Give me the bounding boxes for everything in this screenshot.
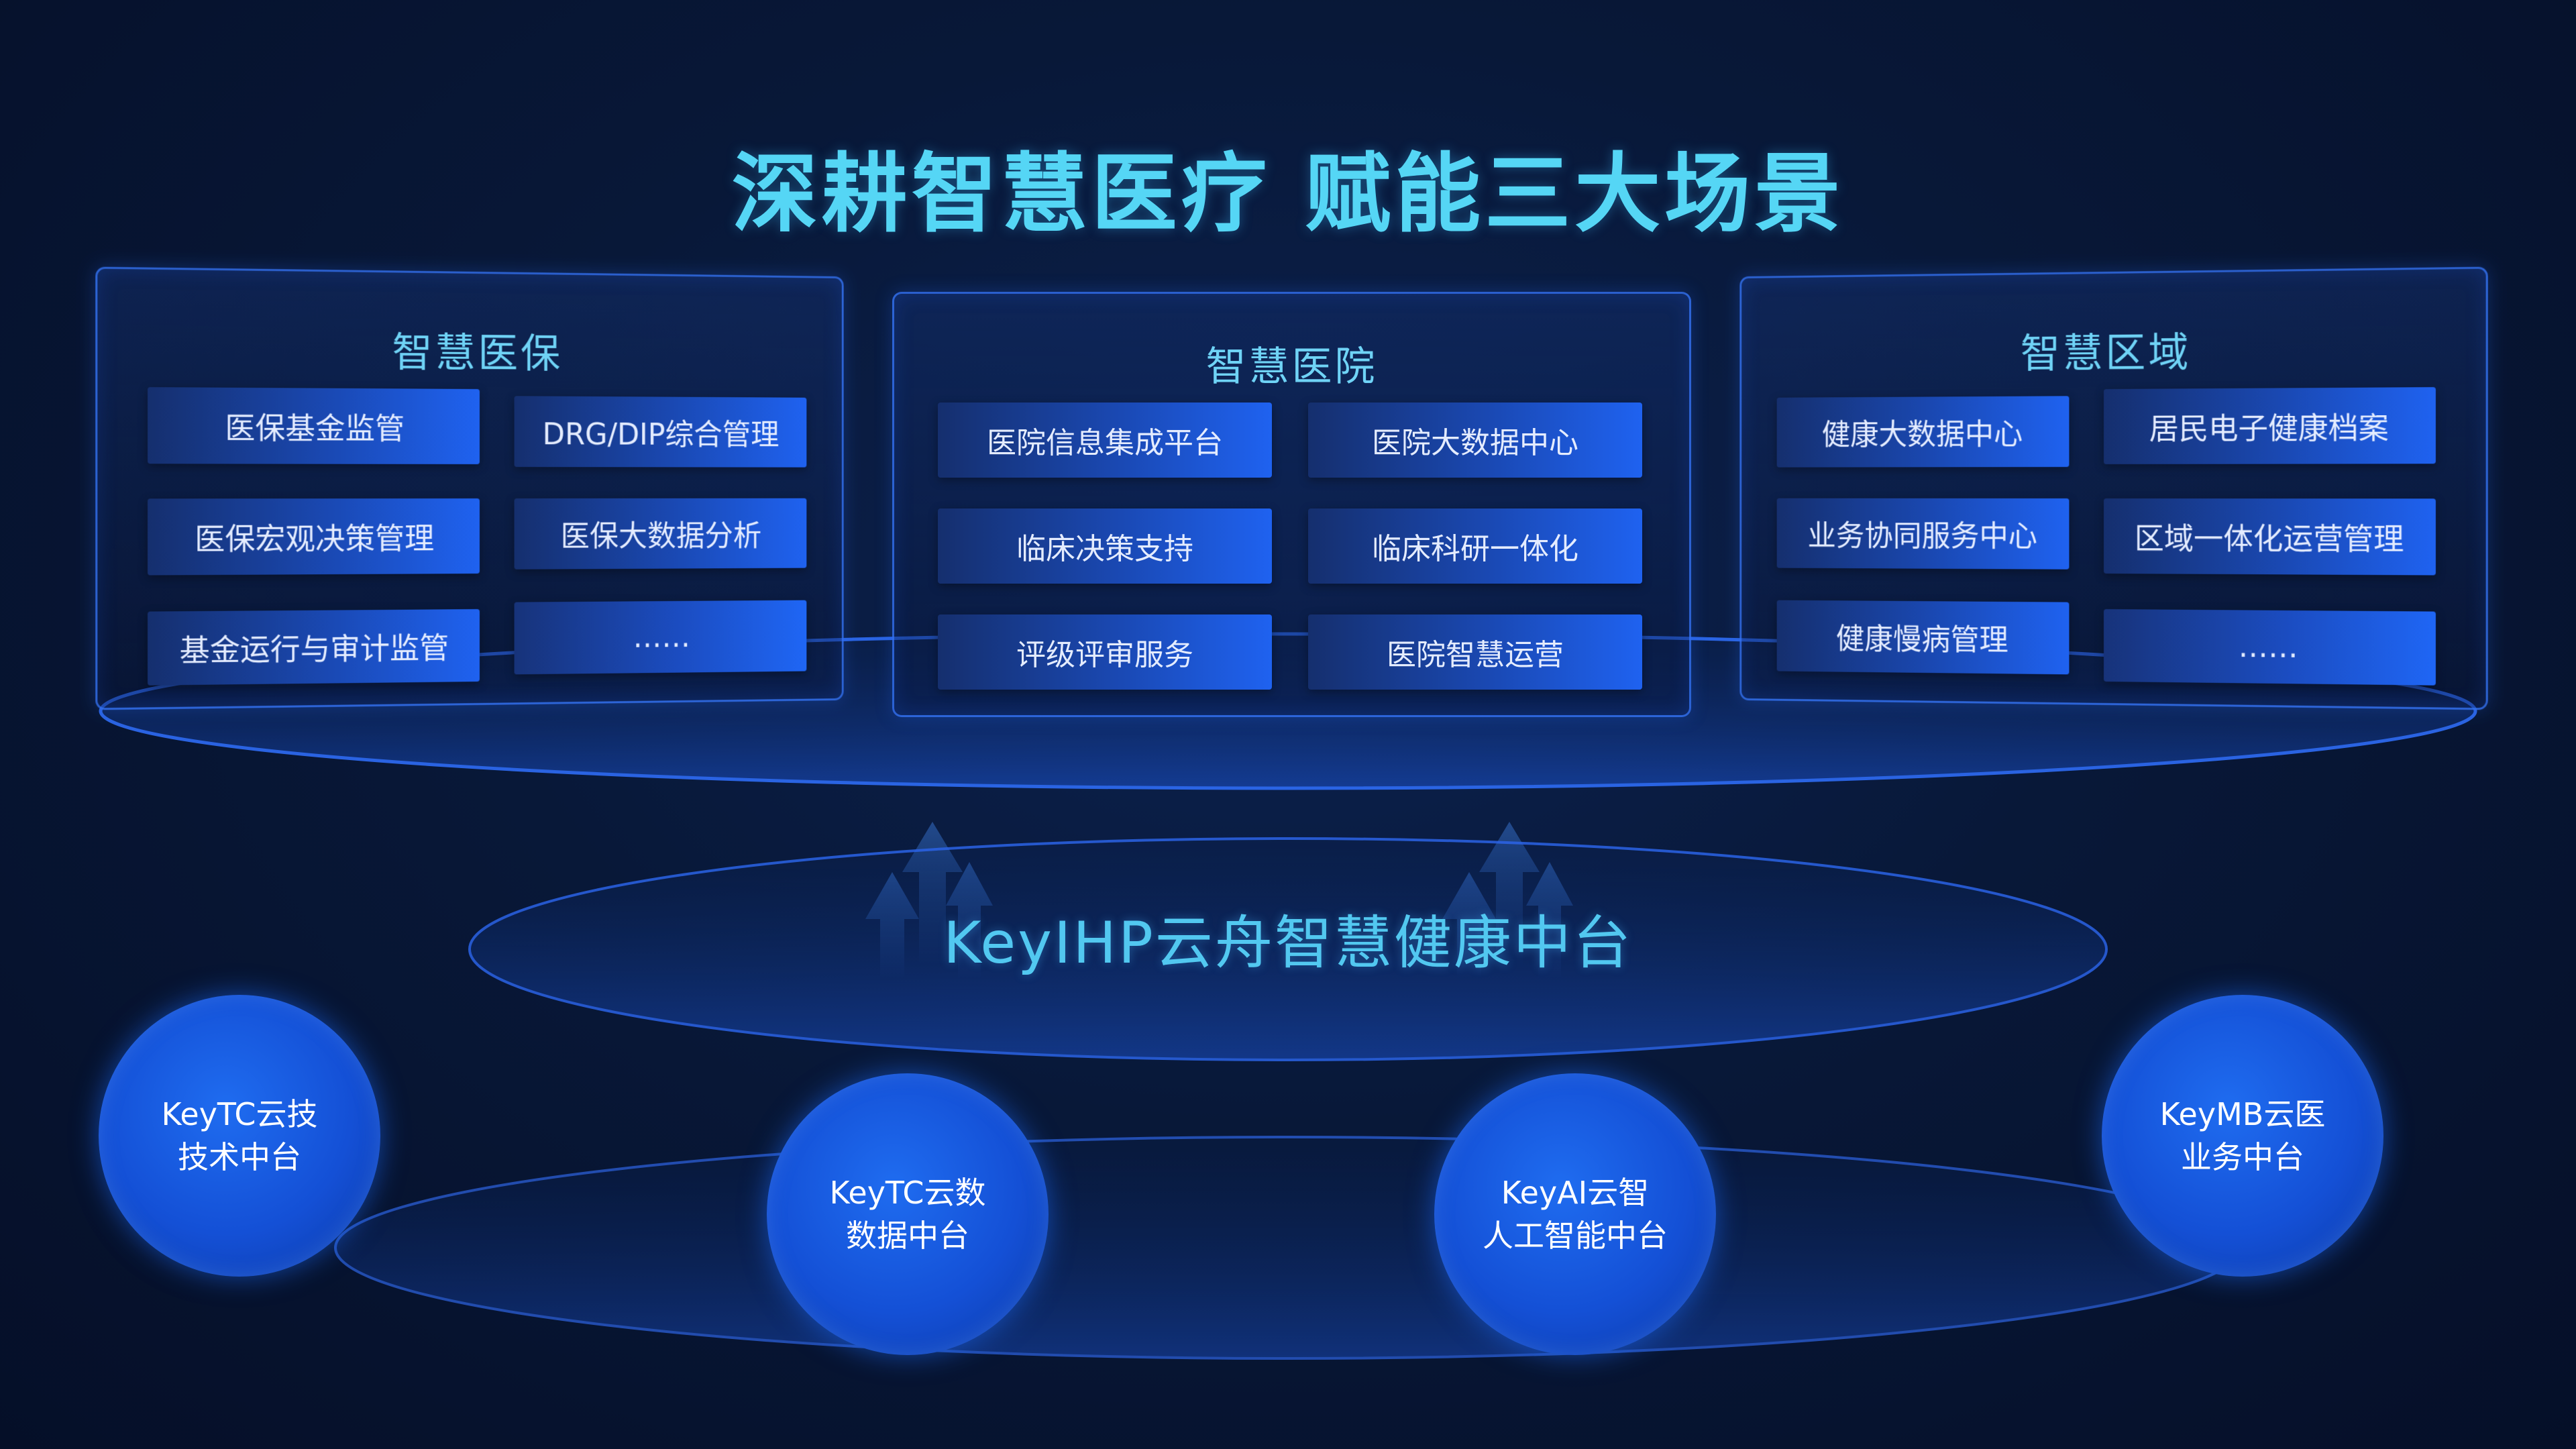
- panel-title: 智慧区域: [2020, 329, 2192, 378]
- tile-drg-dip[interactable]: DRG/DIP综合管理: [514, 396, 807, 468]
- tile-more[interactable]: ……: [2104, 608, 2436, 686]
- circle-line1: KeyTC云数: [829, 1175, 986, 1211]
- circle-line2: 业务中台: [2181, 1139, 2304, 1175]
- circle-ai-platform[interactable]: KeyAI云智 人工智能中台: [1434, 1073, 1716, 1355]
- panel-smart-region: 智慧区域 健康大数据中心 居民电子健康档案 业务协同服务中心 区域一体化运营管理…: [1739, 266, 2488, 710]
- tile-clinical-decision[interactable]: 临床决策支持: [938, 508, 1272, 584]
- panel-smart-insurance: 智慧医保 医保基金监管 DRG/DIP综合管理 医保宏观决策管理 医保大数据分析…: [95, 266, 844, 710]
- panel-title: 智慧医保: [392, 329, 564, 378]
- tile-chronic-disease[interactable]: 健康慢病管理: [1776, 600, 2070, 675]
- tile-more[interactable]: ……: [514, 600, 807, 675]
- tile-integration-platform[interactable]: 医院信息集成平台: [938, 402, 1272, 478]
- tile-health-records[interactable]: 居民电子健康档案: [2104, 387, 2436, 465]
- tile-macro-decision[interactable]: 医保宏观决策管理: [148, 498, 480, 576]
- circle-line1: KeyTC云技: [161, 1096, 318, 1132]
- circle-tech-platform[interactable]: KeyTC云技 技术中台: [99, 995, 380, 1277]
- circle-line1: KeyAI云智: [1501, 1175, 1650, 1211]
- circle-data-platform[interactable]: KeyTC云数 数据中台: [767, 1073, 1049, 1355]
- platform-label: KeyIHP云舟智慧健康中台: [943, 910, 1633, 977]
- circle-line2: 人工智能中台: [1483, 1218, 1668, 1254]
- circle-business-platform[interactable]: KeyMB云医 业务中台: [2102, 995, 2383, 1277]
- panel-title: 智慧医院: [1205, 343, 1378, 390]
- tile-big-data-analysis[interactable]: 医保大数据分析: [514, 498, 807, 570]
- circle-line2: 数据中台: [846, 1218, 969, 1254]
- tile-health-data-center[interactable]: 健康大数据中心: [1776, 396, 2070, 468]
- circle-line1: KeyMB云医: [2159, 1096, 2326, 1132]
- page-title: 深耕智慧医疗 赋能三大场景: [731, 144, 1845, 244]
- tile-fund-supervision[interactable]: 医保基金监管: [148, 387, 480, 465]
- tile-rating-review[interactable]: 评级评审服务: [938, 614, 1272, 690]
- tile-smart-operation[interactable]: 医院智慧运营: [1308, 614, 1642, 690]
- tile-collaboration-center[interactable]: 业务协同服务中心: [1776, 498, 2070, 570]
- tile-clinical-research[interactable]: 临床科研一体化: [1308, 508, 1642, 584]
- circle-line2: 技术中台: [178, 1139, 301, 1175]
- tile-hospital-data-center[interactable]: 医院大数据中心: [1308, 402, 1642, 478]
- tile-regional-operation[interactable]: 区域一体化运营管理: [2104, 498, 2436, 576]
- bottom-platform-ring: [334, 1136, 2242, 1360]
- panel-smart-hospital: 智慧医院 医院信息集成平台 医院大数据中心 临床决策支持 临床科研一体化 评级评…: [892, 292, 1691, 717]
- tile-fund-audit[interactable]: 基金运行与审计监管: [148, 608, 480, 686]
